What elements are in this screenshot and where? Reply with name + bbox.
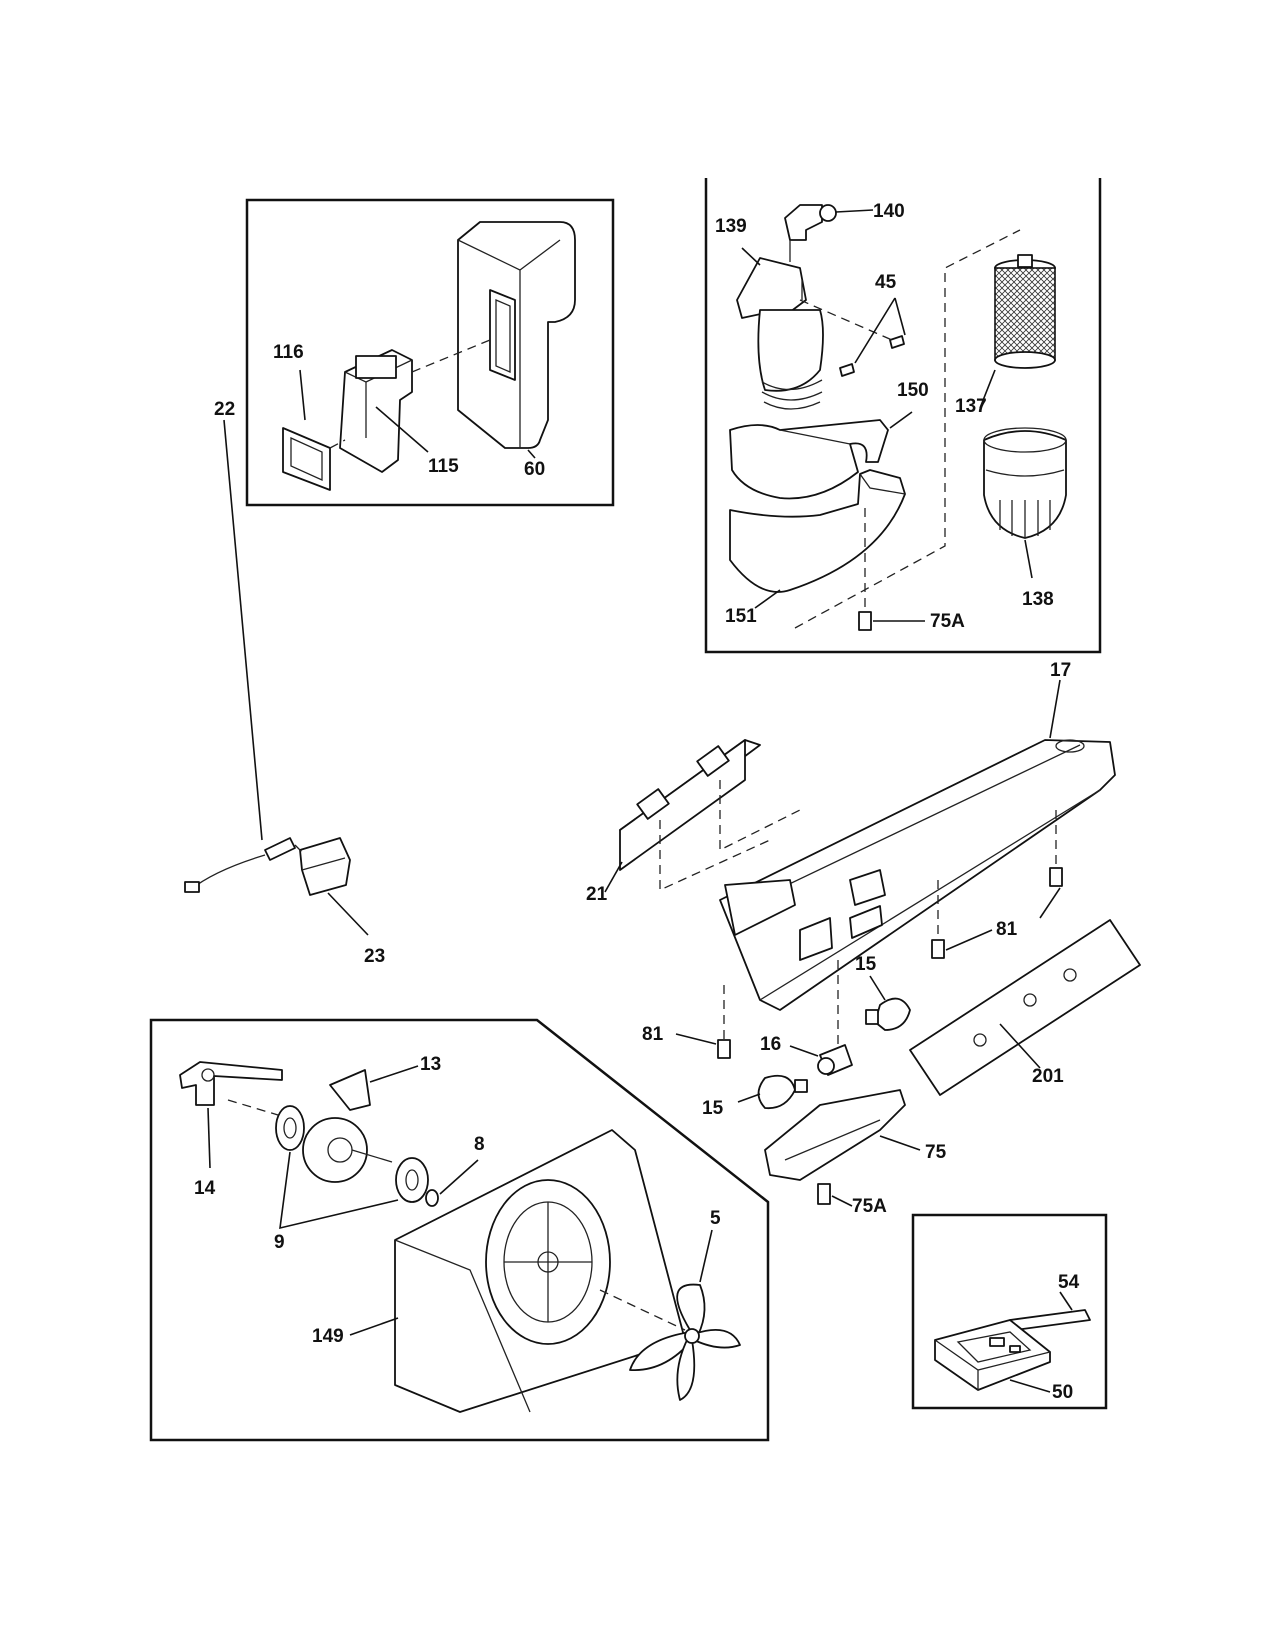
callout-14: 14 (194, 1178, 216, 1199)
part-8-nut (425, 1189, 439, 1207)
part-14-bracket (179, 1061, 283, 1106)
frame-ice-bucket-detail (245, 198, 615, 507)
part-115-motor (339, 349, 413, 473)
callout-9: 9 (274, 1232, 285, 1253)
callout-201: 201 (1032, 1066, 1064, 1087)
callout-45: 45 (875, 272, 897, 293)
callout-81-left: 81 (642, 1024, 664, 1045)
part-54-connector (1009, 1309, 1091, 1331)
part-16-socket (817, 1044, 853, 1076)
part-139-filter-head (736, 240, 824, 410)
part-9-grommet-left (275, 1105, 305, 1151)
part-75A-screw-bottom (817, 1183, 831, 1205)
part-138-filter-bowl (983, 427, 1067, 539)
callout-151: 151 (725, 606, 757, 627)
part-137-filter-cartridge (994, 254, 1056, 369)
callout-137: 137 (955, 396, 987, 417)
callout-140: 140 (873, 201, 905, 222)
part-75-light-shield (764, 1089, 906, 1181)
callout-116: 116 (273, 342, 304, 363)
callout-8: 8 (474, 1134, 485, 1155)
callout-17: 17 (1050, 660, 1071, 681)
part-21-display-board (619, 739, 761, 871)
part-22-heater-wire (184, 837, 296, 893)
part-17-dispenser-housing (719, 739, 1116, 1011)
part-81-screws (717, 867, 1063, 1059)
callout-75A-bottom: 75A (852, 1196, 887, 1217)
callout-50: 50 (1052, 1382, 1073, 1403)
frame-water-filter-detail (704, 178, 1102, 654)
part-151-cover (729, 469, 906, 593)
callout-13: 13 (420, 1054, 441, 1075)
callout-149: 149 (312, 1326, 344, 1347)
part-116-gasket (282, 427, 331, 491)
callout-5: 5 (710, 1208, 721, 1229)
callout-15-bottom: 15 (702, 1098, 724, 1119)
part-45-screws (839, 335, 905, 377)
part-149-fan-shroud (394, 1129, 686, 1413)
callout-150: 150 (897, 380, 929, 401)
callout-139: 139 (715, 216, 747, 237)
callout-60: 60 (524, 459, 545, 480)
part-23-cover (299, 837, 351, 896)
part-201-control-overlay (909, 919, 1141, 1096)
callout-75: 75 (925, 1142, 947, 1163)
callout-23: 23 (364, 946, 385, 967)
part-60-housing (457, 221, 576, 449)
part-5-fan-blade (629, 1283, 741, 1401)
callout-75A-top: 75A (930, 611, 965, 632)
part-75A-screw-top (858, 611, 872, 631)
part-140-elbow-fitting (784, 204, 837, 241)
callout-22: 22 (214, 399, 235, 420)
part-9-grommet-right (395, 1157, 429, 1203)
part-13-fan-motor (302, 1069, 393, 1183)
callout-115: 115 (428, 456, 459, 477)
frame-fan-assembly-detail (149, 1018, 770, 1442)
part-15-bulb-bottom (757, 1074, 808, 1110)
callout-54: 54 (1058, 1272, 1080, 1293)
callout-15-top: 15 (855, 954, 877, 975)
part-50-control-board (934, 1319, 1051, 1391)
callout-138: 138 (1022, 589, 1054, 610)
part-150-cover (729, 419, 889, 500)
part-15-bulb-top (865, 997, 911, 1031)
callout-21: 21 (586, 884, 608, 905)
frame-control-board-detail (911, 1213, 1108, 1410)
callout-16: 16 (760, 1034, 781, 1055)
callout-81-right: 81 (996, 919, 1018, 940)
